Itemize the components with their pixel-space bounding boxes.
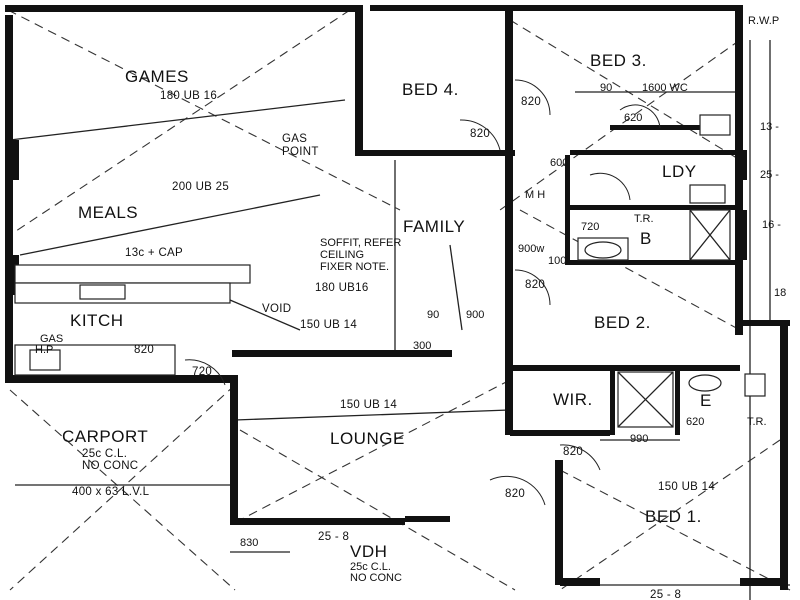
mh-label: M H bbox=[525, 189, 545, 201]
bed3-dim-620: 620 bbox=[624, 112, 642, 124]
room-games: GAMES bbox=[125, 67, 189, 86]
ensuite-dim-620: 620 bbox=[686, 416, 704, 428]
gas-point-label-line2: POINT bbox=[282, 146, 319, 158]
dimension-lines bbox=[9, 40, 790, 600]
family-beam-label: 180 UB16 bbox=[315, 282, 369, 294]
carport-beam-label: 400 x 63 L.V.L bbox=[72, 486, 150, 498]
games-beam-label: 180 UB 16 bbox=[160, 90, 217, 102]
room-vdh: VDH bbox=[350, 542, 387, 561]
room-bed-2: BED 2. bbox=[594, 313, 651, 332]
room-ldy: LDY bbox=[662, 162, 697, 181]
dim-90: 90 bbox=[427, 309, 439, 321]
dim-830: 830 bbox=[240, 537, 258, 549]
cap-label: 13c + CAP bbox=[125, 247, 183, 259]
dim-25-8-lounge: 25 - 8 bbox=[318, 531, 349, 543]
void-label: VOID bbox=[262, 303, 291, 315]
bed3-wc-label: 1600 WC bbox=[642, 82, 688, 94]
kitch-beam-label: 150 UB 14 bbox=[300, 319, 357, 331]
bathroom-b-label: B bbox=[640, 229, 652, 248]
wir-door-820: 820 bbox=[563, 446, 583, 458]
gas-point-label-line1: GAS bbox=[282, 133, 307, 145]
room-family: FAMILY bbox=[403, 217, 465, 236]
carport-spec-line2: NO CONC bbox=[82, 460, 138, 472]
soffit-note-line1: SOFFIT, REFER bbox=[320, 237, 401, 249]
dim-600: 600 bbox=[550, 157, 568, 169]
dim-100: 100 bbox=[548, 255, 566, 267]
room-bed-3: BED 3. bbox=[590, 51, 647, 70]
dim-990: 990 bbox=[630, 433, 648, 445]
gas-hp-label-line2: H.P bbox=[35, 344, 53, 356]
room-kitch: KITCH bbox=[70, 311, 124, 330]
bed1-beam-label: 150 UB 14 bbox=[658, 481, 715, 493]
room-bed-4: BED 4. bbox=[402, 80, 459, 99]
room-carport: CARPORT bbox=[62, 427, 148, 446]
bed4-door-820-a: 820 bbox=[521, 96, 541, 108]
bracing-lines bbox=[7, 9, 791, 591]
vdh-spec-line1: 25c C.L. bbox=[350, 561, 391, 573]
bed3-dim-90: 90 bbox=[600, 82, 612, 94]
dim-25: 25 - bbox=[760, 169, 779, 181]
meals-beam-label: 200 UB 25 bbox=[172, 181, 229, 193]
lounge-beam-label: 150 UB 14 bbox=[340, 399, 397, 411]
dim-720: 720 bbox=[581, 221, 599, 233]
tr-label-2: T.R. bbox=[747, 416, 767, 428]
bathroom-fixtures bbox=[577, 114, 766, 428]
kitch-door-820: 820 bbox=[134, 344, 154, 356]
tr-label-1: T.R. bbox=[634, 213, 654, 225]
room-meals: MEALS bbox=[78, 203, 138, 222]
soffit-note-line3: FIXER NOTE. bbox=[320, 261, 389, 273]
dim-900: 900 bbox=[466, 309, 484, 321]
kitch-door-720: 720 bbox=[192, 366, 212, 378]
room-lounge: LOUNGE bbox=[330, 429, 405, 448]
room-wir: WIR. bbox=[553, 390, 593, 409]
dim-900w: 900w bbox=[518, 243, 544, 255]
kitchen-bench bbox=[14, 264, 251, 376]
bed4-door-820-b: 820 bbox=[470, 128, 490, 140]
gas-hp-label-line1: GAS bbox=[40, 333, 63, 345]
dim-13: 13 - bbox=[760, 121, 779, 133]
vdh-spec-line2: NO CONC bbox=[350, 572, 402, 584]
room-bed-1: BED 1. bbox=[645, 507, 702, 526]
ensuite-e-label: E bbox=[700, 391, 712, 410]
walls bbox=[5, 5, 790, 590]
carport-spec-line1: 25c C.L. bbox=[82, 448, 127, 460]
lounge-door-820: 820 bbox=[505, 488, 525, 500]
rwp-label: R.W.P bbox=[748, 15, 779, 27]
door-swings bbox=[184, 79, 661, 506]
dim-25-8-bed1: 25 - 8 bbox=[650, 589, 681, 600]
dim-16: 16 - bbox=[762, 219, 781, 231]
dim-300: 300 bbox=[413, 340, 431, 352]
dim-18: 18 bbox=[774, 287, 786, 299]
bed2-door-820: 820 bbox=[525, 279, 545, 291]
soffit-note-line2: CEILING bbox=[320, 249, 364, 261]
